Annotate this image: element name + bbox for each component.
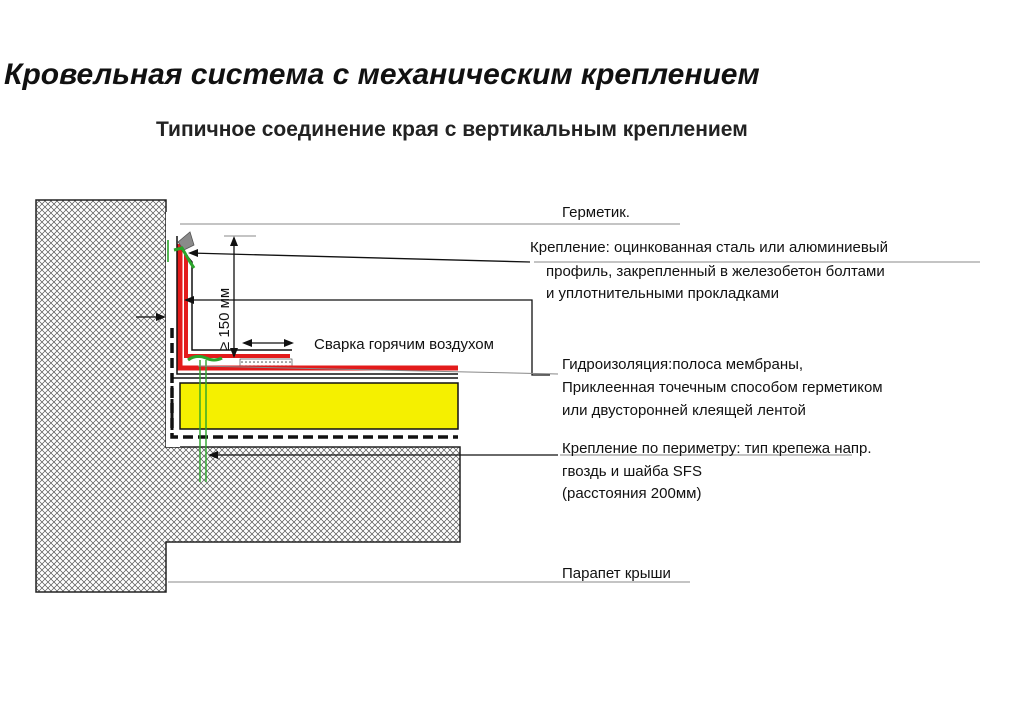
label-fastening-1: Крепление: оцинкованная сталь или алюмин… [530, 239, 888, 256]
dimension-label: ≥ 150 мм [216, 288, 233, 350]
label-parapet: Парапет крыши [562, 565, 671, 582]
leader-waterproofing [197, 365, 559, 375]
label-hot-air-weld: Сварка горячим воздухом [314, 336, 494, 353]
membrane-main [177, 244, 458, 371]
page-subtitle: Типичное соединение края с вертикальным … [156, 118, 748, 141]
membrane-strip [184, 255, 290, 358]
fastening-profile [173, 246, 196, 269]
label-perimeter-3: (расстояния 200мм) [562, 485, 701, 502]
label-fastening-2: профиль, закрепленный в железобетон болт… [546, 263, 885, 280]
label-perimeter-1: Крепление по периметру: тип крепежа напр… [562, 440, 872, 457]
label-waterproofing-2: Приклеенная точечным способом герметиком [562, 379, 883, 396]
label-fastening-3: и уплотнительными прокладками [546, 285, 779, 302]
leader-profile [186, 299, 550, 376]
leader-fastening [189, 252, 531, 263]
label-waterproofing-3: или двусторонней клеящей лентой [562, 402, 806, 419]
page-title: Кровельная система с механическим крепле… [4, 58, 760, 91]
insulation-board [179, 382, 459, 430]
vapour-barrier [170, 328, 458, 439]
label-perimeter-2: гвоздь и шайба SFS [562, 463, 702, 480]
label-waterproofing-1: Гидроизоляция:полоса мембраны, [562, 356, 803, 373]
perimeter-fastener [187, 354, 223, 362]
label-sealant: Герметик. [562, 204, 630, 221]
